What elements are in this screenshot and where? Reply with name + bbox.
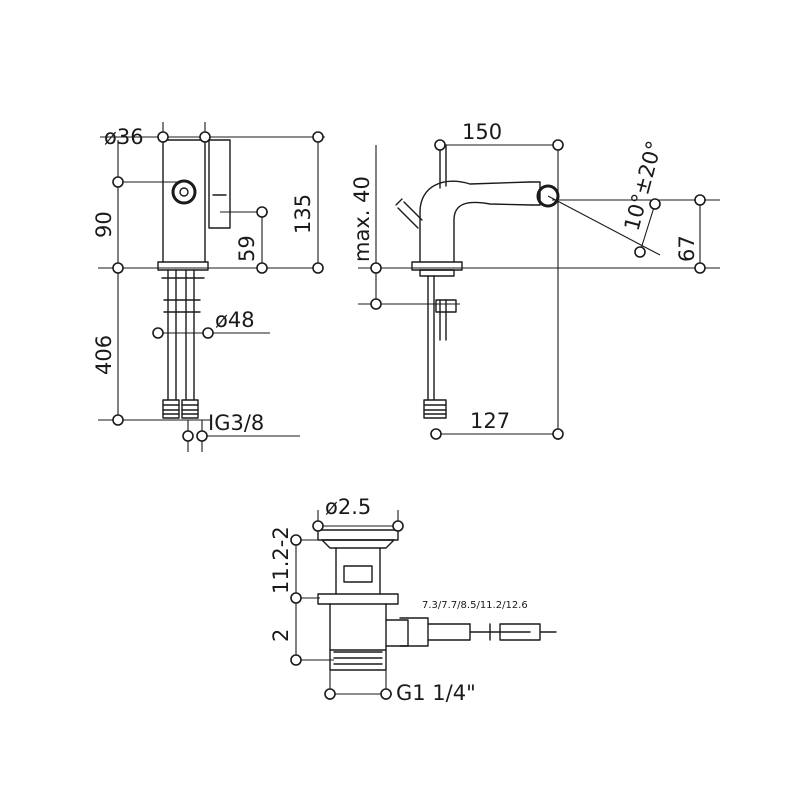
lever-height-label: 135 bbox=[291, 194, 315, 234]
hose-length-label: 406 bbox=[92, 335, 116, 375]
max-deck-label: max. 40 bbox=[350, 176, 374, 262]
front-view bbox=[98, 122, 325, 452]
nozzle-angle-label: 10°±20° bbox=[620, 138, 667, 233]
side-view bbox=[358, 139, 720, 440]
side-body-diameter-label: ø36 bbox=[104, 125, 144, 149]
spout-reach-label: 150 bbox=[462, 120, 502, 144]
waste-thread-label: G1 1/4" bbox=[396, 681, 476, 705]
spout-height-label: 90 bbox=[92, 211, 116, 238]
hose-thread-label: IG3/8 bbox=[208, 411, 264, 435]
nozzle-height-label: 67 bbox=[675, 235, 699, 262]
lever-offset-label: 59 bbox=[235, 235, 259, 262]
hose-offset-label: 127 bbox=[470, 409, 510, 433]
waste-depth-label: 11.2-2 bbox=[269, 526, 293, 594]
waste-lower-label: 2 bbox=[269, 629, 293, 642]
hole-diameter-label: ø48 bbox=[215, 308, 255, 332]
pop-up-rods-label: 7.3/7.7/8.5/11.2/12.6 bbox=[422, 600, 528, 611]
waste-diameter-label: ø2.5 bbox=[325, 495, 371, 519]
waste-view bbox=[290, 510, 557, 700]
